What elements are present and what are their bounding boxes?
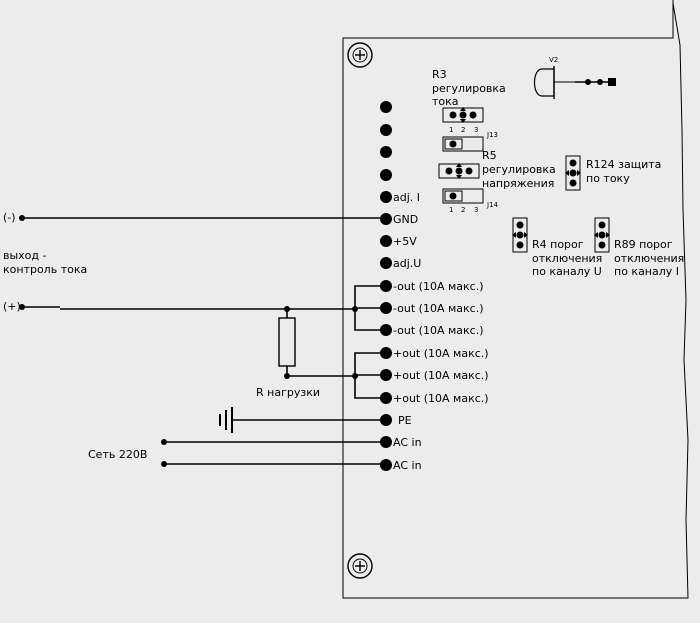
- pin-number: 3: [474, 206, 478, 214]
- wire-mains: [161, 439, 386, 467]
- mains-label: Сеть 220В: [88, 448, 147, 461]
- r4-label: по каналу U: [532, 265, 602, 278]
- plus-label: (+): [3, 300, 21, 313]
- terminal-adj-u: [380, 257, 392, 269]
- terminal-dot: [380, 101, 392, 113]
- r4-label: отключения: [532, 252, 602, 265]
- terminal-dot: [380, 146, 392, 158]
- j13-jumper-icon: [442, 136, 484, 152]
- terminal-dot: [380, 124, 392, 136]
- output-label: контроль тока: [3, 263, 87, 276]
- output-label: выход -: [3, 249, 47, 262]
- terminal-gnd: [380, 213, 392, 225]
- terminal-label: AC in: [393, 459, 422, 472]
- wire-plus-output: [287, 352, 386, 399]
- terminal-label: adj.U: [393, 257, 421, 270]
- ground-icon: [219, 407, 386, 433]
- load-label: R нагрузки: [256, 386, 320, 399]
- r89-label: R89 порог: [614, 238, 673, 251]
- terminal-label: +5V: [393, 235, 417, 248]
- pin-number: 2: [461, 126, 465, 134]
- terminal-label: adj. I: [393, 191, 420, 204]
- led-icon: [533, 66, 616, 99]
- terminal-label: -out (10A макс.): [393, 280, 484, 293]
- terminal-label: +out (10A макс.): [393, 347, 489, 360]
- terminal-label: AC in: [393, 436, 422, 449]
- terminal-label: -out (10A макс.): [393, 302, 484, 315]
- r124-label: R124 защита: [586, 158, 661, 171]
- wire-plus-input: [19, 285, 386, 331]
- j13-label: J13: [486, 131, 498, 139]
- terminal-adj-i: [380, 191, 392, 203]
- r3-trimmer-icon: [442, 107, 484, 123]
- terminal-label: +out (10A макс.): [393, 369, 489, 382]
- pin-number: 3: [474, 126, 478, 134]
- terminal-5v: [380, 235, 392, 247]
- r124-label: по току: [586, 172, 630, 185]
- mounting-hole-top: [347, 42, 373, 68]
- r124-trimmer-icon: [565, 155, 581, 191]
- r3-label: R3: [432, 68, 447, 81]
- mounting-hole-bottom: [347, 553, 373, 579]
- r5-trimmer-icon: [438, 163, 480, 179]
- led-label: V2: [549, 56, 558, 64]
- load-resistor: [278, 309, 296, 379]
- r5-label: R5: [482, 149, 497, 162]
- r4-label: R4 порог: [532, 238, 584, 251]
- terminal-label: +out (10A макс.): [393, 392, 489, 405]
- terminal-dot: [380, 169, 392, 181]
- r3-label: тока: [432, 95, 459, 108]
- minus-label: (-): [3, 211, 16, 224]
- board-outline: [342, 2, 689, 599]
- wire-gnd: [19, 215, 386, 221]
- terminal-ac-in: [380, 459, 392, 471]
- r89-label: по каналу I: [614, 265, 679, 278]
- pin-number: 2: [461, 206, 465, 214]
- r5-label: напряжения: [482, 177, 554, 190]
- r4-trimmer-icon: [512, 217, 528, 253]
- r89-label: отключения: [614, 252, 684, 265]
- r89-trimmer-icon: [594, 217, 610, 253]
- pin-number: 1: [449, 206, 453, 214]
- r3-label: регулировка: [432, 82, 506, 95]
- terminal-label: GND: [393, 213, 418, 226]
- terminal-label: PE: [398, 414, 412, 427]
- terminal-label: -out (10A макс.): [393, 324, 484, 337]
- j14-jumper-icon: [442, 188, 484, 204]
- pin-number: 1: [449, 126, 453, 134]
- r5-label: регулировка: [482, 163, 556, 176]
- j14-label: J14: [486, 201, 499, 209]
